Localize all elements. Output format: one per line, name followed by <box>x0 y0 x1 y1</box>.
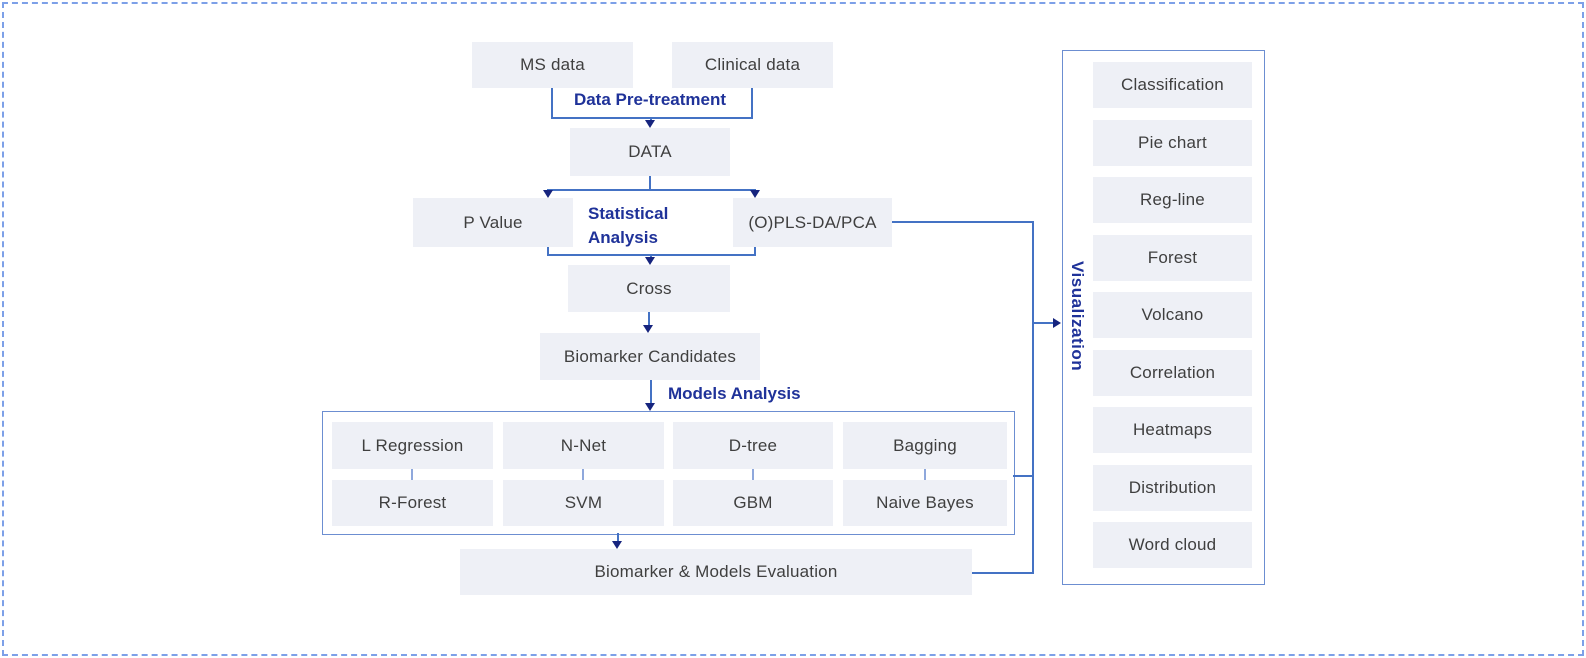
node-biomarker-candidates: Biomarker Candidates <box>540 333 760 380</box>
arrow-right-icon <box>1053 318 1061 328</box>
node-p-value: P Value <box>413 198 573 247</box>
viz-item-heatmaps: Heatmaps <box>1093 407 1252 453</box>
connector-ms-down <box>551 88 553 118</box>
connector-bus-vertical <box>1032 221 1034 574</box>
connector-cross-down <box>648 312 650 327</box>
models-container <box>322 411 1015 535</box>
connector-evaluation-right <box>972 572 1033 574</box>
label-analysis: Analysis <box>588 228 658 247</box>
viz-item-volcano: Volcano <box>1093 292 1252 338</box>
arrow-down-icon <box>612 541 622 549</box>
viz-item-word-cloud: Word cloud <box>1093 522 1252 568</box>
label-models-analysis: Models Analysis <box>668 384 801 403</box>
arrow-down-icon <box>645 403 655 411</box>
arrow-down-icon <box>645 257 655 265</box>
node-cross: Cross <box>568 265 730 312</box>
viz-item-classification: Classification <box>1093 62 1252 108</box>
node-clinical-data: Clinical data <box>672 42 833 88</box>
connector-data-down <box>649 176 651 190</box>
viz-item-reg-line: Reg-line <box>1093 177 1252 223</box>
node-d-tree: D-tree <box>673 422 833 469</box>
connector-merge-mid <box>547 254 756 256</box>
connector-to-cross <box>650 254 652 258</box>
label-visualization: Visualization <box>1068 261 1087 372</box>
node-r-forest: R-Forest <box>332 480 493 526</box>
connector-col4-stub <box>924 469 926 480</box>
connector-col1-stub <box>411 469 413 480</box>
node-ms-data: MS data <box>472 42 633 88</box>
arrow-down-icon <box>543 190 553 198</box>
viz-item-correlation: Correlation <box>1093 350 1252 396</box>
connector-models-right <box>1013 475 1033 477</box>
node-svm: SVM <box>503 480 664 526</box>
connector-opls-down <box>754 247 756 255</box>
connector-clinical-down <box>751 88 753 118</box>
connector-col3-stub <box>752 469 754 480</box>
node-data: DATA <box>570 128 730 176</box>
viz-item-distribution: Distribution <box>1093 465 1252 511</box>
connector-to-visualization <box>1032 322 1055 324</box>
node-opls-da-pca: (O)PLS-DA/PCA <box>733 198 892 247</box>
label-statistical: Statistical <box>588 204 669 223</box>
label-data-pretreatment: Data Pre-treatment <box>573 90 727 109</box>
arrow-down-icon <box>645 120 655 128</box>
connector-candidates-down <box>650 380 652 405</box>
connector-to-data <box>650 117 652 122</box>
arrow-down-icon <box>643 325 653 333</box>
viz-item-pie-chart: Pie chart <box>1093 120 1252 166</box>
connector-split-bar <box>547 189 756 191</box>
node-naive-bayes: Naive Bayes <box>843 480 1007 526</box>
node-gbm: GBM <box>673 480 833 526</box>
visualization-panel <box>1062 50 1265 585</box>
node-l-regression: L Regression <box>332 422 493 469</box>
connector-merge-top <box>551 117 753 119</box>
connector-pvalue-down <box>547 247 549 255</box>
connector-col2-stub <box>582 469 584 480</box>
connector-models-down <box>617 533 619 543</box>
node-n-net: N-Net <box>503 422 664 469</box>
node-biomarker-models-evaluation: Biomarker & Models Evaluation <box>460 549 972 595</box>
arrow-down-icon <box>750 190 760 198</box>
node-bagging: Bagging <box>843 422 1007 469</box>
connector-opls-right <box>892 221 1033 223</box>
viz-item-forest: Forest <box>1093 235 1252 281</box>
